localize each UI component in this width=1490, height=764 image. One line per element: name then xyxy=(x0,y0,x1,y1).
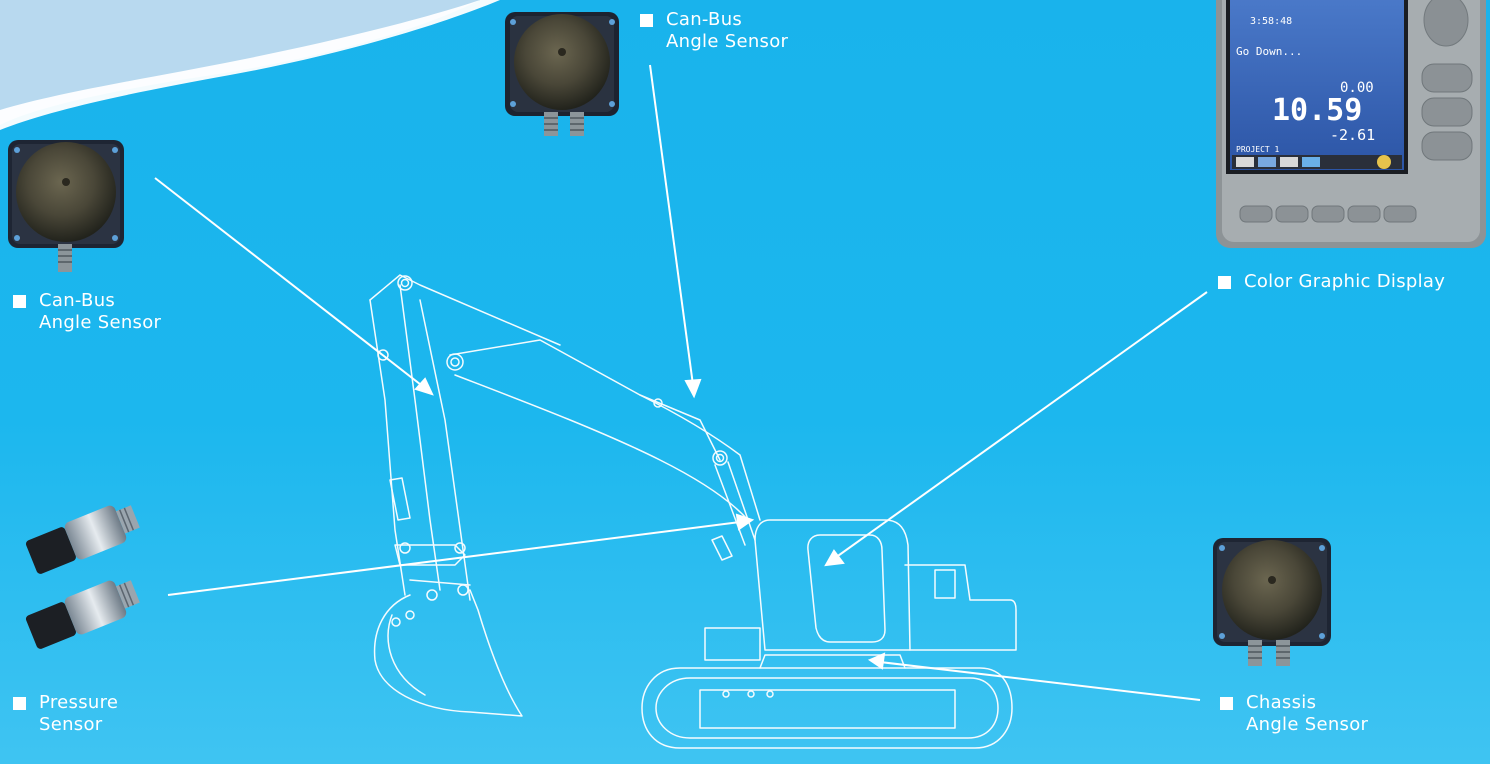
chassis-sensor-label: Chassis Angle Sensor xyxy=(1220,692,1368,736)
excavator-outline xyxy=(370,275,1016,748)
pressure-sensor-label: Pressure Sensor xyxy=(13,692,118,736)
display-unit-icon: 3:58:48 Go Down... 0.00 10.59 -2.61 PROJ… xyxy=(1216,0,1486,248)
arrow-left-sensor xyxy=(155,178,425,388)
pressure-sensor-icon xyxy=(24,498,143,652)
label-line-2: Sensor xyxy=(13,714,118,736)
left-sensor-label: Can-Bus Angle Sensor xyxy=(13,290,161,334)
display-reading-negative: -2.61 xyxy=(1330,126,1375,144)
label-line-2: Angle Sensor xyxy=(13,312,161,334)
arrow-chassis xyxy=(880,662,1200,700)
label-line-1: Can-Bus xyxy=(640,9,788,31)
angle-sensor-icon xyxy=(1213,538,1331,666)
display-time: 3:58:48 xyxy=(1250,16,1292,27)
display-reading-large: 10.59 xyxy=(1272,93,1362,128)
angle-sensor-icon xyxy=(8,140,124,272)
arrow-top-sensor xyxy=(650,65,693,385)
label-line-1: Color Graphic Display xyxy=(1218,271,1445,293)
top-sensor-label: Can-Bus Angle Sensor xyxy=(640,9,788,53)
pointer-arrows xyxy=(155,65,1207,700)
label-line-2: Angle Sensor xyxy=(1220,714,1368,736)
arrow-display xyxy=(835,292,1207,558)
label-line-1: Pressure xyxy=(13,692,118,714)
bullet-square xyxy=(1220,697,1233,710)
angle-sensor-icon xyxy=(505,12,619,136)
label-line-2: Angle Sensor xyxy=(640,31,788,53)
display-project: PROJECT 1 xyxy=(1236,145,1280,154)
display-label: Color Graphic Display xyxy=(1218,271,1445,293)
bullet-square xyxy=(1218,276,1231,289)
bullet-square xyxy=(13,697,26,710)
label-line-1: Can-Bus xyxy=(13,290,161,312)
bullet-square xyxy=(13,295,26,308)
display-status: Go Down... xyxy=(1236,45,1302,58)
bullet-square xyxy=(640,14,653,27)
label-line-1: Chassis xyxy=(1220,692,1368,714)
